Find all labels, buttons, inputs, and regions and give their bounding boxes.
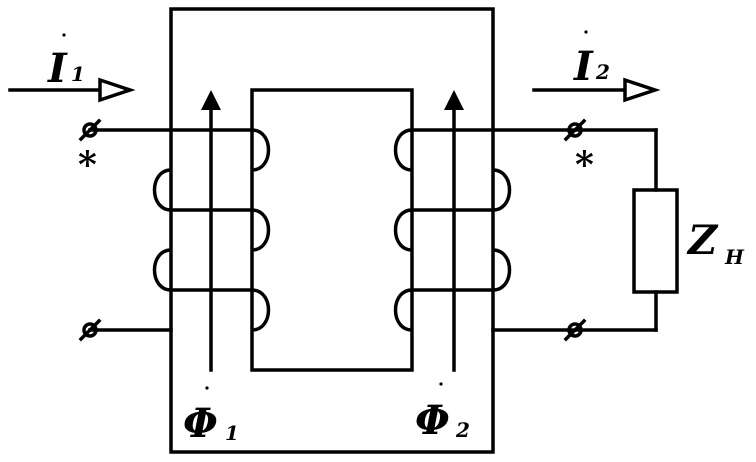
phi2-subscript: 2 [455, 418, 470, 442]
secondary-winding [393, 128, 658, 332]
phi1-label: Φ [183, 400, 218, 447]
core-outer [169, 7, 495, 454]
i1-label: I [47, 45, 68, 92]
z-label: Z [686, 217, 719, 264]
primary-coil-loop [152, 248, 172, 292]
secondary-coil-loop [393, 128, 413, 172]
primary-coil-loop [251, 128, 271, 172]
primary-coil-loop [251, 208, 271, 252]
phi1-subscript: 1 [225, 421, 239, 445]
flux-arrow-1 [201, 90, 221, 372]
z-subscript: Н [724, 245, 745, 269]
terminal-secondary-bottom [563, 318, 587, 342]
load-impedance-box [632, 188, 679, 294]
phi1-phasor-dot [205, 386, 209, 390]
primary-winding [88, 128, 271, 332]
flux-arrows [201, 90, 464, 372]
secondary-coil-loop [393, 288, 413, 332]
current-arrow-1 [8, 77, 136, 103]
star-primary: * [78, 144, 97, 186]
i1-subscript: 1 [71, 62, 85, 86]
phi2-label: Φ [415, 397, 450, 444]
primary-coil-loop [152, 168, 172, 212]
i2-label: I [573, 43, 594, 90]
phi2-phasor-dot [439, 382, 443, 386]
primary-coil-loop [251, 288, 271, 332]
terminal-primary-bottom [78, 318, 102, 342]
current-arrow-2 [532, 77, 661, 103]
flux-arrow-2 [444, 90, 464, 372]
secondary-coil-loop [393, 208, 413, 252]
terminal-secondary-top [563, 118, 587, 142]
star-secondary: * [575, 144, 594, 186]
magnetic-core [169, 7, 495, 454]
terminals [78, 118, 587, 342]
secondary-coil-loop [492, 248, 512, 292]
load-circuit [632, 128, 679, 332]
i2-phasor-dot [584, 30, 588, 34]
terminal-primary-top [78, 118, 102, 142]
core-window [250, 88, 414, 372]
current-arrows [8, 77, 661, 103]
i1-phasor-dot [62, 33, 66, 37]
i2-subscript: 2 [595, 60, 610, 84]
secondary-coil-loop [492, 168, 512, 212]
